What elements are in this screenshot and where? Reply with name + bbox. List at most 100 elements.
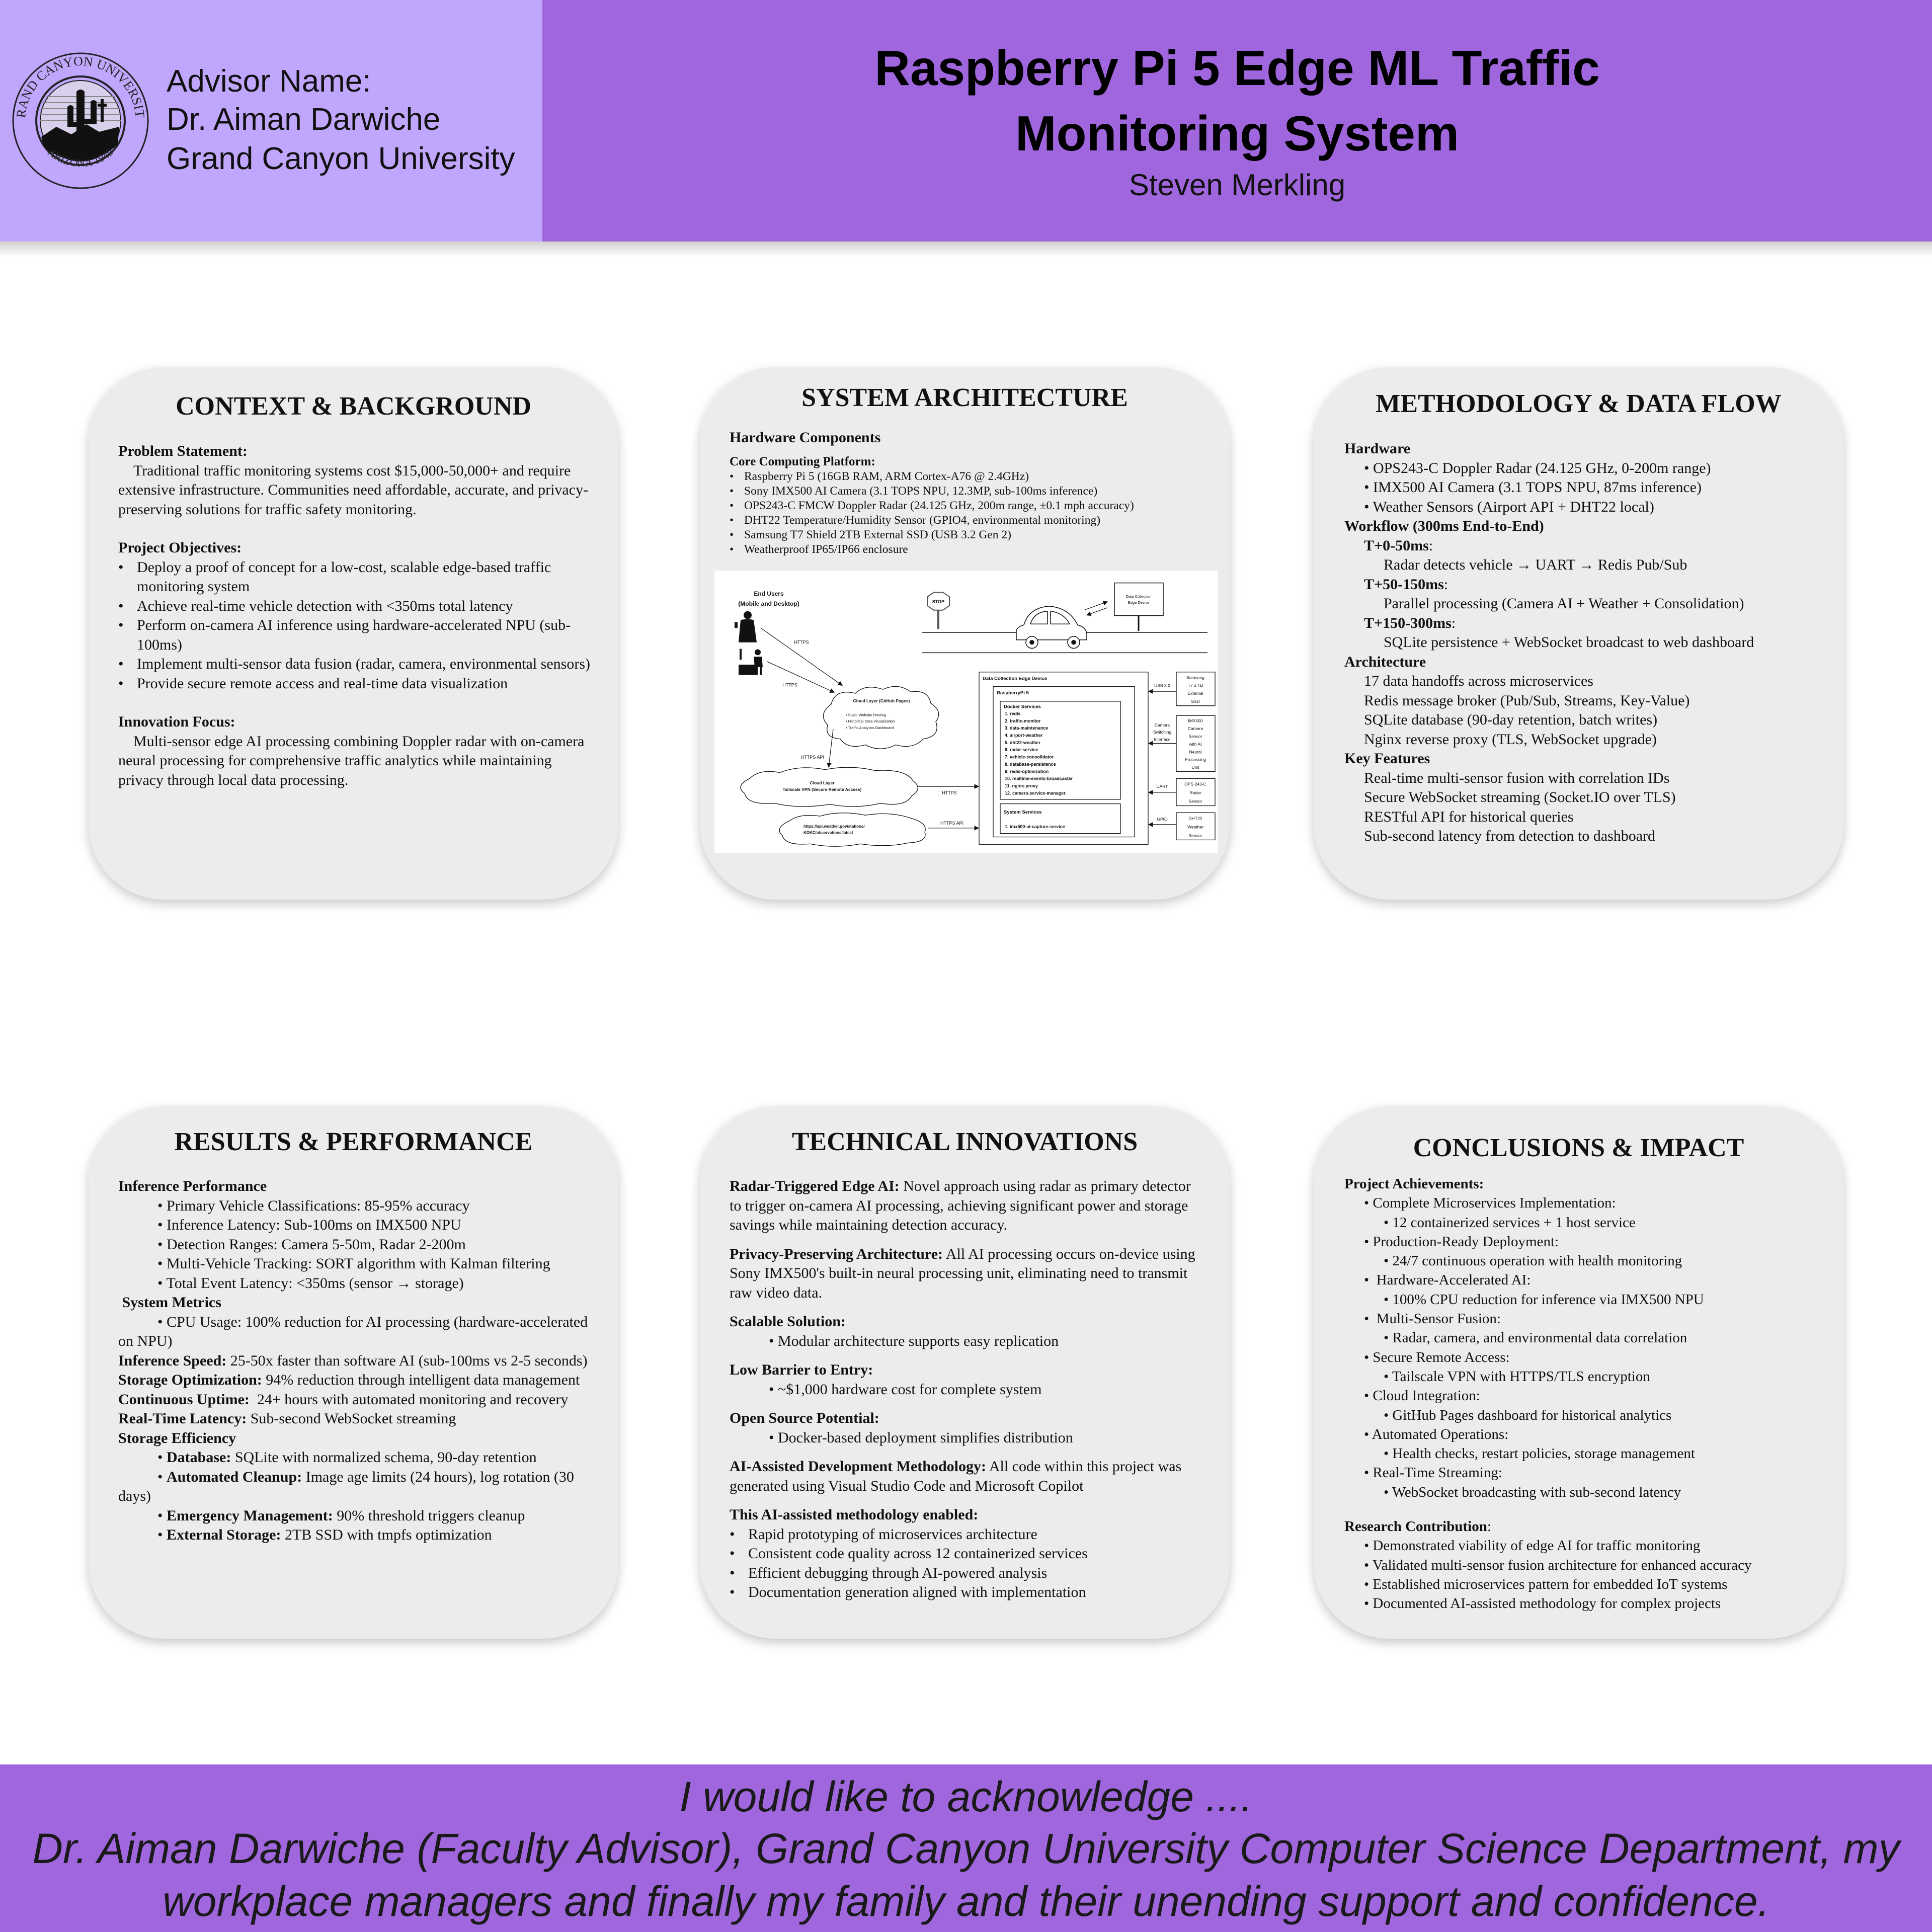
- core-platform-item-text: Samsung T7 Shield 2TB External SSD (USB …: [744, 528, 1011, 541]
- text: •: [157, 1468, 167, 1485]
- bullet-icon: •: [730, 1564, 735, 1581]
- bold-label: External Storage:: [167, 1526, 281, 1543]
- text: All code within this project was generat…: [730, 1458, 1185, 1494]
- text: Deploy a proof of concept for a low-cost…: [137, 558, 555, 595]
- core-platform-item-text: DHT22 Temperature/Humidity Sensor (GPIO4…: [744, 514, 1101, 527]
- text: SQLite database (90-day retention, batch…: [1364, 711, 1658, 728]
- https-api-label: HTTPS API: [801, 755, 824, 760]
- docker-services-box: [1000, 701, 1121, 800]
- bold-label: Emergency Management:: [167, 1507, 333, 1524]
- github-cloud-title: Cloud Layer (GitHub Pages): [853, 698, 910, 703]
- docker-service-item: 4. airport-weather: [1005, 733, 1043, 738]
- panel-title: CONCLUSIONS & IMPACT: [1413, 1134, 1744, 1162]
- text-line: Parallel processing (Camera AI + Weather…: [1344, 594, 1815, 614]
- core-platform-item-text: Raspberry Pi 5 (16GB RAM, ARM Cortex-A76…: [744, 470, 1029, 483]
- subheading: System Metrics: [118, 1293, 590, 1313]
- text: 90% threshold triggers cleanup: [333, 1507, 525, 1524]
- docker-service-item: 12. camera-service-manager: [1005, 791, 1066, 796]
- acknowledgements-footer: I would like to acknowledge .... Dr. Aim…: [0, 1764, 1932, 1932]
- text-line: Radar detects vehicle → UART → Redis Pub…: [1344, 555, 1815, 575]
- text: :: [1443, 576, 1448, 593]
- text: Implement multi-sensor data fusion (rada…: [137, 656, 590, 672]
- bullet-item: • Deploy a proof of concept for a low-cos…: [118, 558, 590, 597]
- bold-label: Project Objectives:: [118, 539, 242, 556]
- docker-service-item: 2. traffic-monitor: [1005, 718, 1041, 723]
- panel-title: TECHNICAL INNOVATIONS: [791, 1128, 1138, 1156]
- mobile-user-icon: [735, 611, 757, 642]
- core-platform-item-text: Weatherproof IP65/IP66 enclosure: [744, 543, 908, 556]
- subheading: Project Objectives:: [118, 538, 590, 558]
- panel-technical-innovations: TECHNICAL INNOVATIONS Radar-Triggered Ed…: [700, 1106, 1230, 1639]
- text: • WebSocket broadcasting with sub-second…: [1384, 1484, 1681, 1500]
- bullet-item: •Implement multi-sensor data fusion (rad…: [118, 655, 590, 674]
- text-line: Multi-sensor edge AI processing combinin…: [118, 732, 590, 790]
- docker-service-item: 7. vehicle-consolidator: [1005, 755, 1054, 760]
- text-line: • Production-Ready Deployment:: [1344, 1232, 1815, 1251]
- peripheral-label: Radar: [1189, 790, 1201, 795]
- bold-label: Low Barrier to Entry:: [730, 1361, 873, 1378]
- bullet-item: •Efficient debugging through AI-powered …: [730, 1564, 1201, 1583]
- text-line: Privacy-Preserving Architecture: All AI …: [730, 1245, 1201, 1303]
- end-users-label: End Users: [754, 590, 784, 597]
- bullet-icon: •: [118, 558, 124, 576]
- text: • Real-Time Streaming:: [1364, 1465, 1502, 1481]
- end-users-sublabel: (Mobile and Desktop): [738, 600, 799, 607]
- acknowledgement-line: Dr. Aiman Darwiche (Faculty Advisor), Gr…: [32, 1825, 1900, 1872]
- text: RESTful API for historical queries: [1364, 808, 1574, 825]
- text-section: Problem Statement:Traditional traffic mo…: [118, 442, 590, 519]
- text-line: • Validated multi-sensor fusion architec…: [1344, 1556, 1815, 1575]
- text-line: • Automated Operations:: [1344, 1425, 1815, 1444]
- text: Achieve real-time vehicle detection with…: [137, 597, 513, 614]
- panel-system-architecture: SYSTEM ARCHITECTURE Hardware Components …: [700, 367, 1230, 900]
- docker-service-item: 11. nginx-proxy: [1005, 783, 1038, 788]
- core-platform-item: • Raspberry Pi 5 (16GB RAM, ARM Cortex-A7…: [730, 469, 1201, 484]
- panel-body: Problem Statement:Traditional traffic mo…: [118, 442, 590, 790]
- bullet-icon: •: [730, 470, 734, 483]
- bold-label: This AI-assisted methodology enabled:: [730, 1506, 979, 1523]
- system-services-box: [1000, 803, 1121, 834]
- text-line: Redis message broker (Pub/Sub, Streams, …: [1344, 691, 1815, 711]
- peripheral-label: with AI: [1188, 742, 1201, 747]
- text: • Complete Microservices Implementation:: [1364, 1195, 1616, 1212]
- peripheral-label: DHT22: [1189, 816, 1202, 821]
- text: Sub-second latency from detection to das…: [1364, 828, 1655, 844]
- text: • Automated Operations:: [1364, 1426, 1509, 1442]
- text: • Health checks, restart policies, stora…: [1384, 1445, 1695, 1462]
- text: • Docker-based deployment simplifies dis…: [769, 1429, 1073, 1446]
- docker-service-item: 5. dht22-weather: [1005, 740, 1040, 745]
- text: • Radar, camera, and environmental data …: [1384, 1330, 1687, 1346]
- bullet-icon: •: [730, 1525, 735, 1543]
- panel-context-background: CONTEXT & BACKGROUND Problem Statement:T…: [89, 367, 618, 900]
- text-section: AI-Assisted Development Methodology: All…: [730, 1457, 1201, 1496]
- subheading: Innovation Focus:: [118, 712, 590, 732]
- text: Novel approach using radar as primary de…: [730, 1178, 1195, 1233]
- subheading: Scalable Solution:: [730, 1312, 1201, 1332]
- poster-title-line1: Raspberry Pi 5 Edge ML Traffic: [874, 40, 1600, 96]
- advisor-label: Advisor Name:: [167, 64, 371, 99]
- interface-label: Switching: [1153, 730, 1172, 735]
- text-section: Scalable Solution:• Modular architecture…: [730, 1312, 1201, 1351]
- text-line: RESTful API for historical queries: [1344, 808, 1815, 827]
- text: Perform on-camera AI inference using har…: [137, 617, 571, 653]
- text: Image age limits (24 hours), log rotatio…: [118, 1468, 578, 1505]
- text-line: • External Storage: 2TB SSD with tmpfs o…: [118, 1525, 590, 1545]
- desktop-user-icon: [739, 649, 763, 675]
- peripheral-box: [1176, 812, 1216, 841]
- peripheral-label: Sensor: [1189, 799, 1202, 804]
- bold-label: Storage Efficiency: [118, 1429, 236, 1446]
- text: 24+ hours with automated monitoring and …: [249, 1391, 569, 1408]
- text: • Documented AI-assisted methodology for…: [1364, 1595, 1721, 1612]
- peripheral-label: OPS 243-C: [1184, 782, 1206, 787]
- peripheral-label: Sensor: [1189, 833, 1202, 838]
- text: • Validated multi-sensor fusion architec…: [1364, 1557, 1752, 1573]
- bullet-icon: •: [730, 514, 734, 527]
- docker-services-title: Docker Services: [1004, 704, 1041, 709]
- bullet-item: •Documentation generation aligned with i…: [730, 1583, 1201, 1602]
- bullet-icon: •: [730, 1584, 735, 1600]
- text-line: • Documented AI-assisted methodology for…: [1344, 1594, 1815, 1613]
- car-icon: [1016, 606, 1087, 649]
- core-platform-item: •Weatherproof IP65/IP66 enclosure: [730, 542, 1201, 557]
- peripheral-label: Camera: [1188, 726, 1203, 731]
- text-line: • Tailscale VPN with HTTPS/TLS encryptio…: [1344, 1367, 1815, 1386]
- bold-label: Automated Cleanup:: [167, 1468, 302, 1485]
